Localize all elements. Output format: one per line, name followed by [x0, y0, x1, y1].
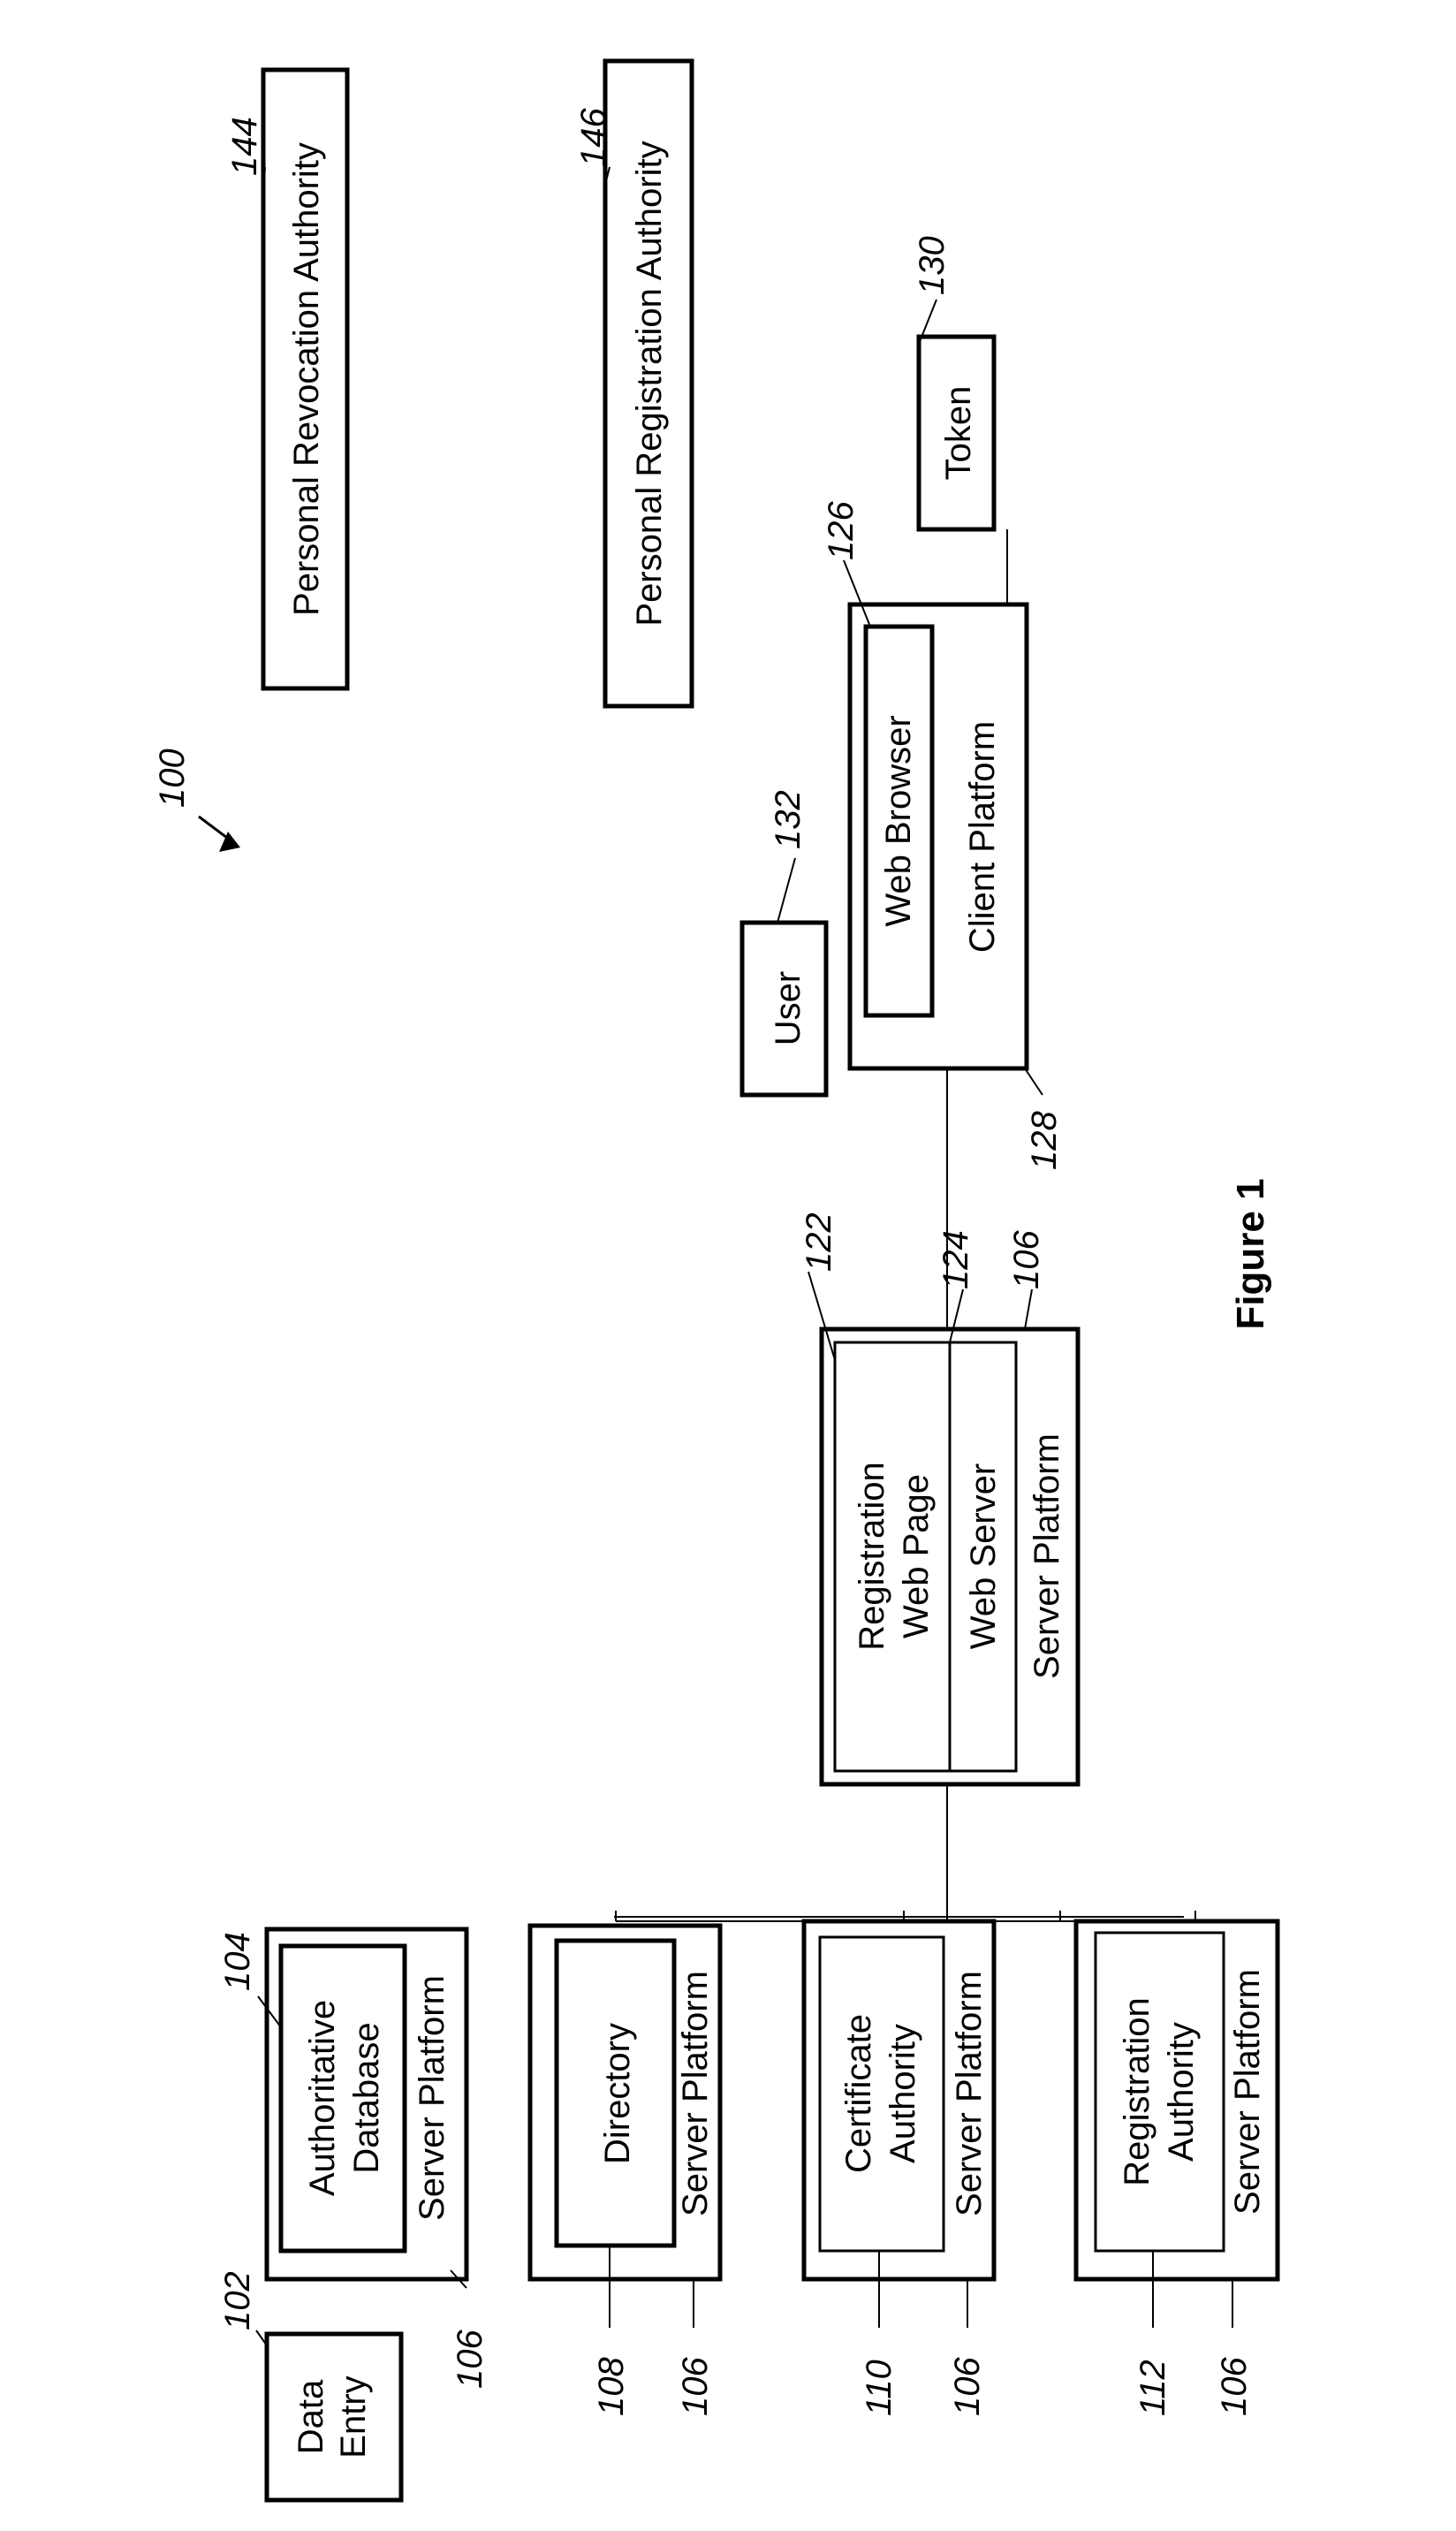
authoritative-db-platform-label: Server Platform [413, 1975, 451, 2221]
ref-112: 112 [1134, 2360, 1172, 2416]
personal-revocation-authority-label: Personal Revocation Authority [287, 142, 326, 616]
leader-106-registration-server [1025, 1289, 1032, 1329]
certificate-authority-box [820, 1937, 944, 2251]
ref-104: 104 [218, 1932, 257, 1991]
certificate-authority-line-2: Authority [883, 2024, 922, 2163]
ref-122: 122 [800, 1212, 838, 1272]
client-platform-label: Client Platform [963, 721, 1002, 953]
registration-server-platform-label: Server Platform [1028, 1433, 1066, 1679]
data-entry-line-2: Entry [334, 2375, 373, 2458]
web-browser-label: Web Browser [879, 715, 918, 926]
ref-106-directory: 106 [676, 2357, 715, 2416]
ref-128: 128 [1025, 1111, 1064, 1170]
certificate-authority-platform-label: Server Platform [950, 1971, 989, 2216]
ref-108: 108 [592, 2357, 631, 2416]
registration-web-page-line-2: Web Page [897, 1474, 936, 1638]
ref-124: 124 [937, 1230, 975, 1289]
leader-132 [777, 858, 795, 923]
ref-110: 110 [860, 2360, 899, 2416]
personal-registration-authority-label: Personal Registration Authority [630, 141, 669, 626]
ref-144: 144 [225, 117, 264, 176]
ref-132: 132 [769, 790, 808, 849]
registration-authority-box [1096, 1933, 1224, 2251]
ref-146: 146 [574, 108, 613, 167]
ref-106-authoritative-db: 106 [451, 2330, 489, 2389]
web-server-label: Web Server [964, 1463, 1003, 1649]
figure-caption: Figure 1 [1229, 1178, 1272, 1329]
registration-web-page-line-1: Registration [853, 1462, 891, 1650]
directory-platform-label: Server Platform [676, 1971, 715, 2216]
authoritative-db-box [281, 1946, 405, 2251]
authoritative-db-line-1: Authoritative [303, 2000, 342, 2196]
ref-102: 102 [218, 2271, 257, 2330]
ref-106-certificate-authority: 106 [948, 2357, 987, 2416]
ref-106-registration-server: 106 [1007, 1230, 1046, 1289]
registration-authority-line-2: Authority [1162, 2022, 1201, 2162]
ref-126: 126 [822, 501, 861, 560]
diagram-rotated: Data Entry 102 Authoritative Database Se… [153, 61, 1278, 2500]
ref-100: 100 [153, 749, 192, 808]
certificate-authority-line-1: Certificate [839, 2014, 878, 2173]
data-entry-line-1: Data [292, 2379, 330, 2454]
ref-130: 130 [913, 236, 952, 295]
registration-authority-platform-label: Server Platform [1228, 1969, 1267, 2215]
registration-authority-line-1: Registration [1118, 1997, 1156, 2185]
authoritative-db-line-2: Database [347, 2022, 386, 2173]
token-label: Token [939, 386, 978, 481]
user-label: User [769, 971, 808, 1045]
directory-label: Directory [598, 2023, 637, 2164]
leader-128 [1025, 1068, 1043, 1095]
ref-106-registration-authority: 106 [1215, 2357, 1254, 2416]
